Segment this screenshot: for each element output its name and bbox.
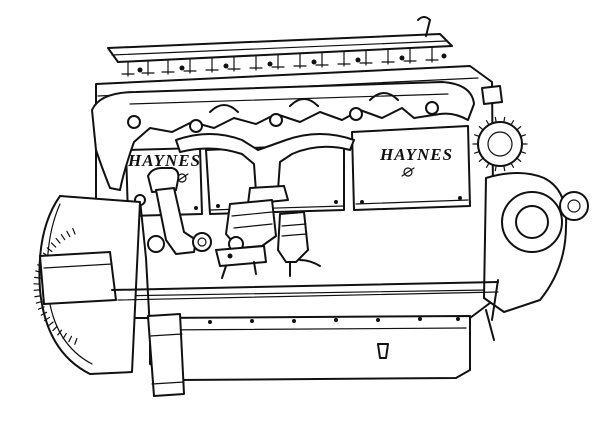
- gear-tooth: [43, 316, 51, 322]
- fan-tooth: [474, 150, 480, 154]
- fan-tooth: [485, 120, 490, 126]
- fan-tooth: [520, 150, 526, 154]
- fan-tooth: [516, 157, 522, 162]
- fan-tooth: [494, 165, 497, 172]
- gear-tooth: [74, 338, 78, 345]
- gear-tooth: [68, 335, 73, 343]
- gear-tooth: [66, 230, 71, 238]
- carburetor: [215, 199, 277, 279]
- fan-tooth: [510, 162, 515, 168]
- fan-tooth: [474, 134, 480, 138]
- fan-tooth: [510, 120, 515, 126]
- gear-tooth: [72, 227, 76, 235]
- exhaust-manifold: [91, 81, 475, 191]
- sump-pump: [147, 313, 185, 397]
- gear-tooth: [34, 276, 42, 279]
- oil-pan: [149, 315, 471, 381]
- gear-tooth: [37, 306, 45, 310]
- fan-tooth: [516, 126, 522, 131]
- logo-left: HAYNES: [127, 151, 201, 170]
- rocker-rail: [107, 16, 453, 77]
- oil-filler: [147, 167, 212, 255]
- fuel-filter: [277, 211, 321, 277]
- brand-logos: HAYNES HAYNES: [127, 145, 453, 183]
- gear-tooth: [35, 300, 43, 304]
- gear-tooth: [46, 247, 53, 253]
- intake-manifold: [175, 133, 355, 205]
- fan-gear-teeth: [472, 116, 528, 172]
- gear-tooth: [50, 242, 57, 248]
- flywheel: [33, 195, 141, 375]
- fan-tooth: [503, 116, 506, 123]
- gear-tooth: [57, 329, 63, 336]
- gear-tooth: [62, 332, 67, 340]
- gear-tooth: [47, 321, 54, 327]
- fan-tooth: [494, 116, 497, 123]
- gear-tooth: [55, 237, 61, 244]
- gear-tooth: [34, 295, 42, 298]
- fan-gear: [472, 85, 528, 172]
- fan-tooth: [478, 157, 484, 162]
- lower-rail: [111, 281, 499, 301]
- fan-tooth: [520, 134, 526, 138]
- timing-cover: [483, 172, 589, 341]
- gear-tooth: [40, 311, 48, 316]
- gear-tooth: [52, 325, 58, 332]
- fan-tooth: [478, 126, 484, 131]
- fan-tooth: [503, 165, 506, 172]
- logo-right: HAYNES: [379, 145, 453, 164]
- fan-tooth: [485, 162, 490, 168]
- gear-tooth: [60, 233, 66, 241]
